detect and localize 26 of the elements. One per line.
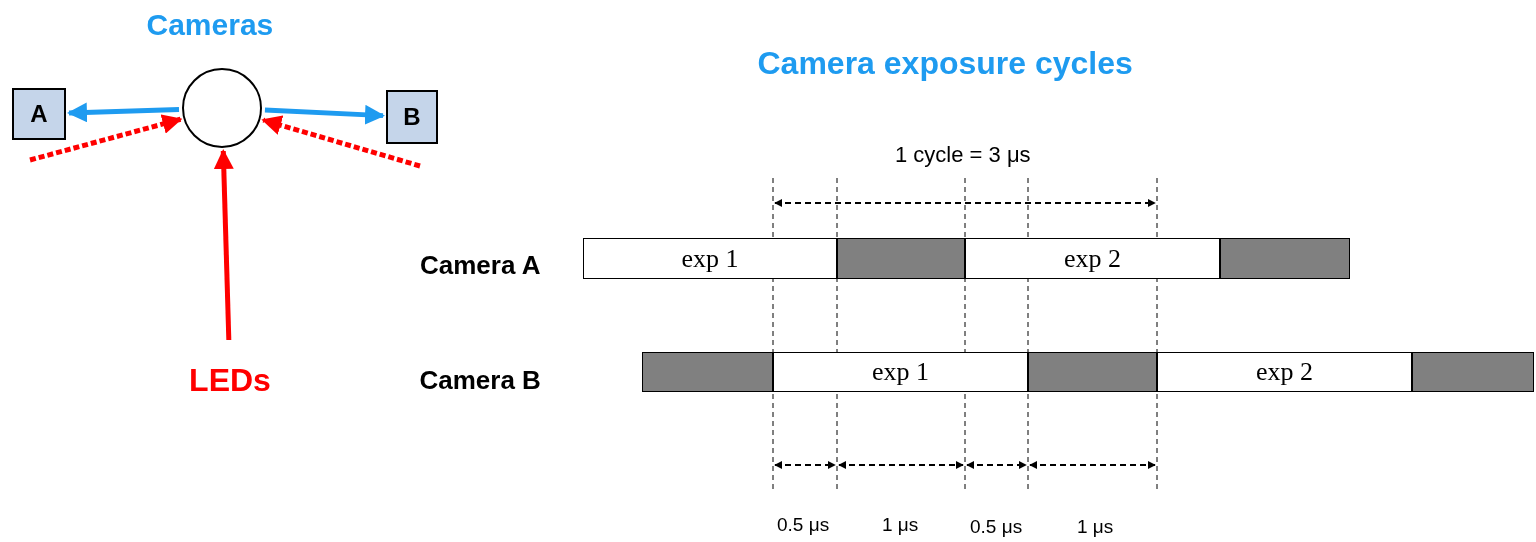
readout-bar <box>1028 352 1157 392</box>
duration-label: 1 μs <box>882 514 919 536</box>
row-label: Camera B <box>419 364 541 396</box>
duration-label: 0.5 μs <box>970 516 1023 538</box>
heading: Cameras <box>146 8 274 42</box>
arrow <box>213 149 234 341</box>
cycle-label: 1 cycle = 3 μs <box>895 142 1031 168</box>
exposure-bar: exp 2 <box>1157 352 1412 392</box>
arrow <box>67 102 180 123</box>
leds-label: LEDs <box>188 360 272 400</box>
arrow <box>29 114 183 163</box>
readout-bar <box>642 352 773 392</box>
duration-label: 0.5 μs <box>777 514 830 536</box>
arrow <box>261 115 421 169</box>
heading: Camera exposure cycles <box>757 44 1133 82</box>
row-label: Camera A <box>420 249 541 281</box>
exposure-bar: exp 1 <box>583 238 837 279</box>
exposure-bar: exp 2 <box>965 238 1220 279</box>
readout-bar <box>837 238 965 279</box>
camera-box: B <box>386 90 438 144</box>
camera-box: A <box>12 88 66 140</box>
readout-bar <box>1220 238 1350 279</box>
arrow <box>264 104 385 125</box>
readout-bar <box>1412 352 1534 392</box>
duration-label: 1 μs <box>1077 516 1114 538</box>
exposure-bar: exp 1 <box>773 352 1028 392</box>
